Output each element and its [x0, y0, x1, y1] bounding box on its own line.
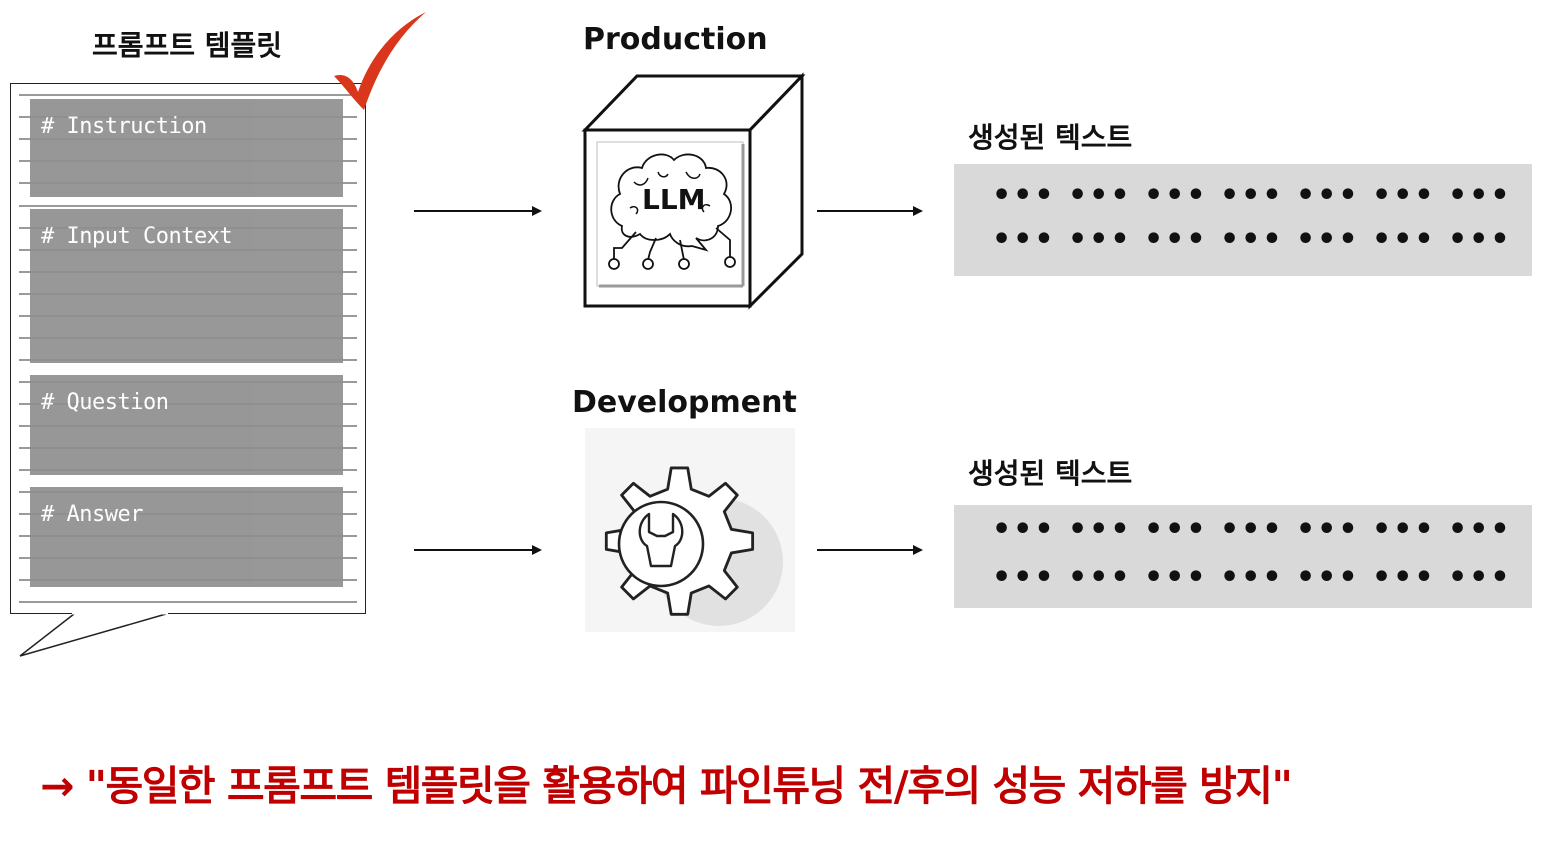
- generated-text-row: ••• ••• ••• ••• ••• ••• •••: [992, 222, 1512, 257]
- conclusion-text: → "동일한 프롬프트 템플릿을 활용하여 파인튜닝 전/후의 성능 저하를 방…: [40, 762, 1293, 810]
- ellipsis: •••: [1448, 512, 1512, 547]
- ellipsis: •••: [1372, 560, 1436, 595]
- generated-text-row: ••• ••• ••• ••• ••• ••• •••: [992, 512, 1512, 547]
- generated-text-box-development: ••• ••• ••• ••• ••• ••• ••• ••• ••• ••• …: [954, 505, 1532, 608]
- prompt-template-document: # Instruction # Input Context # Question…: [10, 83, 366, 614]
- template-section-question: # Question: [30, 375, 343, 475]
- template-section-answer: # Answer: [30, 487, 343, 587]
- arrow-right-icon: [414, 206, 542, 216]
- ellipsis: •••: [1220, 178, 1284, 213]
- ellipsis: •••: [1068, 178, 1132, 213]
- section-label: # Input Context: [41, 224, 233, 249]
- ellipsis: •••: [1372, 222, 1436, 257]
- ellipsis: •••: [1296, 512, 1360, 547]
- ellipsis: •••: [992, 512, 1056, 547]
- brain-circuit-icon: [608, 153, 736, 270]
- ellipsis: •••: [1144, 560, 1208, 595]
- ellipsis: •••: [1372, 512, 1436, 547]
- ellipsis: •••: [1448, 222, 1512, 257]
- arrow-right-icon: [414, 545, 542, 555]
- ellipsis: •••: [1144, 222, 1208, 257]
- ellipsis: •••: [1144, 512, 1208, 547]
- template-section-input-context: # Input Context: [30, 209, 343, 363]
- ellipsis: •••: [992, 560, 1056, 595]
- ellipsis: •••: [1296, 560, 1360, 595]
- arrow-right-icon: [817, 206, 923, 216]
- ellipsis: •••: [992, 178, 1056, 213]
- checkmark-icon: [334, 12, 426, 110]
- ellipsis: •••: [1068, 512, 1132, 547]
- ellipsis: •••: [1296, 222, 1360, 257]
- ellipsis: •••: [1220, 512, 1284, 547]
- output-title-production: 생성된 텍스트: [968, 121, 1133, 154]
- generated-text-row: ••• ••• ••• ••• ••• ••• •••: [992, 178, 1512, 213]
- ellipsis: •••: [1220, 222, 1284, 257]
- template-title: 프롬프트 템플릿: [92, 29, 283, 62]
- section-label: # Answer: [41, 502, 143, 527]
- llm-label: LLM: [642, 183, 706, 216]
- ellipsis: •••: [1068, 222, 1132, 257]
- generated-text-row: ••• ••• ••• ••• ••• ••• •••: [992, 560, 1512, 595]
- template-section-instruction: # Instruction: [30, 99, 343, 197]
- ellipsis: •••: [1448, 560, 1512, 595]
- production-title: Production: [583, 22, 768, 57]
- cube-icon: [581, 72, 806, 310]
- generated-text-box-production: ••• ••• ••• ••• ••• ••• ••• ••• ••• ••• …: [954, 164, 1532, 276]
- arrow-right-icon: [817, 545, 923, 555]
- ellipsis: •••: [1220, 560, 1284, 595]
- ellipsis: •••: [992, 222, 1056, 257]
- ellipsis: •••: [1296, 178, 1360, 213]
- ellipsis: •••: [1372, 178, 1436, 213]
- output-title-development: 생성된 텍스트: [968, 457, 1133, 490]
- ellipsis: •••: [1144, 178, 1208, 213]
- development-title: Development: [572, 385, 797, 420]
- section-label: # Instruction: [41, 114, 207, 139]
- ellipsis: •••: [1068, 560, 1132, 595]
- ellipsis: •••: [1448, 178, 1512, 213]
- speech-bubble-tail: [19, 612, 168, 657]
- section-label: # Question: [41, 390, 169, 415]
- gear-wrench-icon: [585, 428, 795, 632]
